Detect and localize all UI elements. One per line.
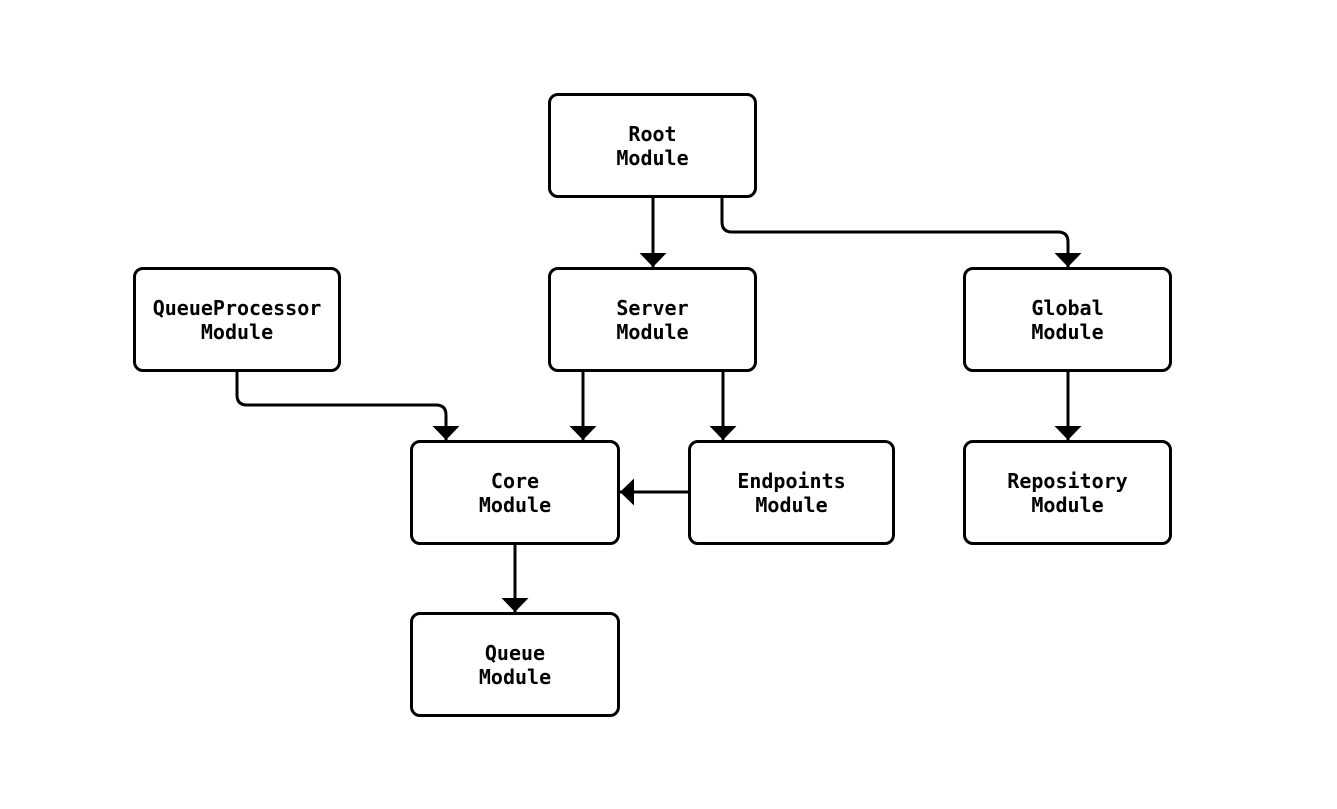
node-label-line1: Root (628, 121, 677, 146)
node-label-line1: Global (1031, 295, 1104, 320)
node-label-line2: Module (755, 492, 828, 517)
node-label-line2: Module (1031, 492, 1104, 517)
edge-queueprocessor-to-core (235, 372, 460, 440)
node-label-line2: Module (616, 145, 689, 170)
node-label-line2: Module (1031, 319, 1104, 344)
node-label-line1: Repository (1007, 468, 1128, 493)
node-label-line2: Module (478, 664, 552, 689)
node-label-line1: Server (616, 295, 689, 320)
edge-root-to-global (720, 197, 1082, 267)
node-label-line1: Endpoints (737, 468, 846, 493)
node-label-line2: Module (616, 319, 689, 344)
node-label-line1: Queue (484, 640, 546, 665)
node-label-line1: QueueProcessor (152, 295, 322, 320)
node-label-line1: Core (490, 468, 540, 493)
node-label-line2: Module (200, 319, 274, 344)
node-label-line2: Module (478, 492, 552, 517)
